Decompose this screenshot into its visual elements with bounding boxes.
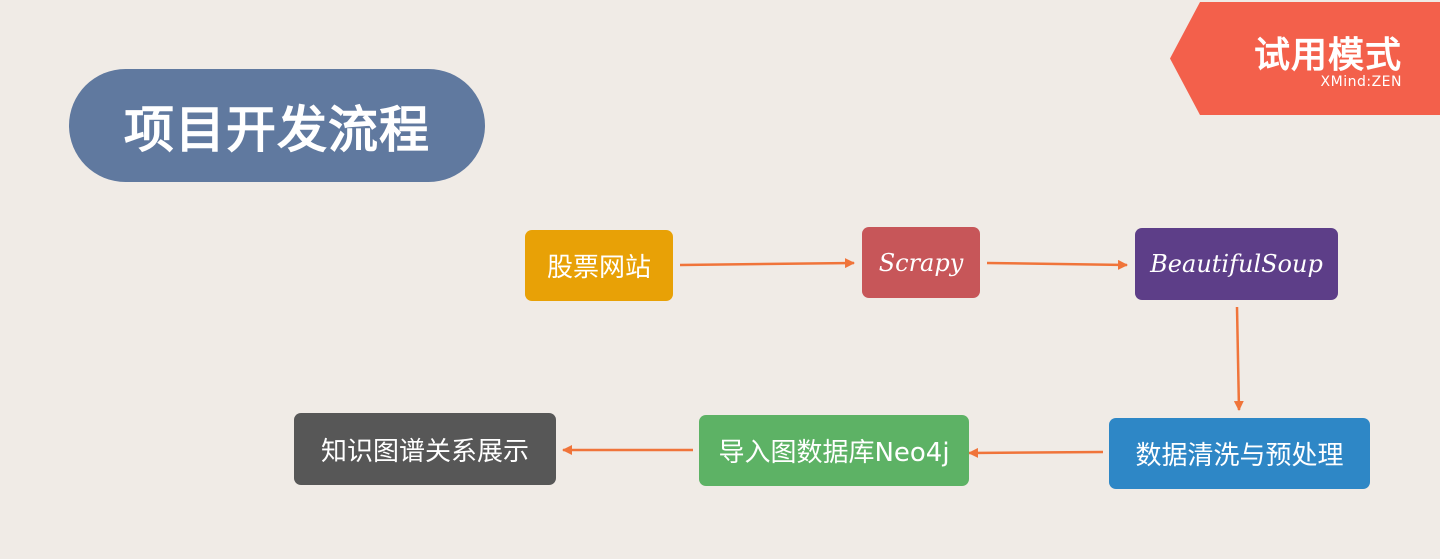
node-label: 导入图数据库Neo4j	[718, 438, 950, 468]
page-title: 项目开发流程	[124, 100, 430, 159]
title-pill[interactable]: 项目开发流程	[69, 69, 485, 182]
arrow-n3-to-n4	[1233, 306, 1244, 411]
node-import-neo4j[interactable]: 导入图数据库Neo4j	[699, 415, 969, 486]
node-stock-website[interactable]: 股票网站	[525, 230, 673, 301]
arrow-n1-to-n2	[679, 258, 855, 269]
brand-label: XMind:ZEN	[1320, 74, 1402, 90]
node-data-cleaning[interactable]: 数据清洗与预处理	[1109, 418, 1370, 489]
node-label: 数据清洗与预处理	[1135, 441, 1344, 471]
node-beautifulsoup[interactable]: BeautifulSoup	[1135, 228, 1338, 300]
arrow-n2-to-n3	[986, 259, 1128, 270]
node-scrapy[interactable]: Scrapy	[862, 227, 980, 298]
arrow-n4-to-n5	[968, 447, 1104, 458]
node-label: Scrapy	[878, 248, 964, 277]
trial-mode-label: 试用模式	[1253, 35, 1402, 76]
trial-mode-badge[interactable]: 试用模式 XMind:ZEN	[1170, 2, 1440, 115]
node-label: 知识图谱关系展示	[320, 436, 529, 467]
node-label: 股票网站	[546, 253, 651, 283]
node-knowledge-graph-display[interactable]: 知识图谱关系展示	[294, 413, 556, 485]
node-label: BeautifulSoup	[1150, 250, 1323, 278]
